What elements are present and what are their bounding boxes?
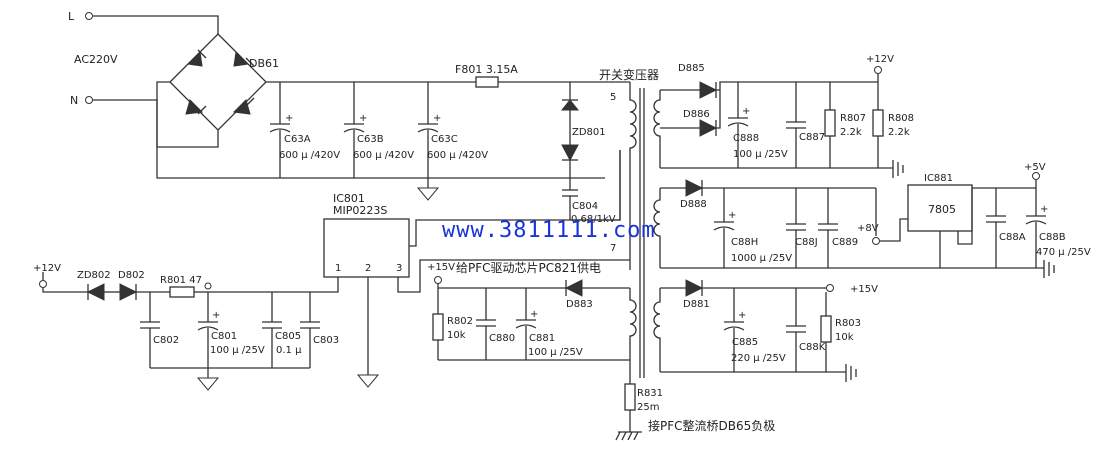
c805-label: C805 xyxy=(275,331,301,342)
c88a-label: C88A xyxy=(999,232,1026,243)
d881-label: D881 xyxy=(683,299,710,310)
c88h-plus: + xyxy=(728,210,736,221)
c801-plus: + xyxy=(212,310,220,321)
c801-label: C801 xyxy=(211,331,237,342)
c881-label: C881 xyxy=(529,333,555,344)
c885-label: C885 xyxy=(732,337,758,348)
aux-12v-input: + xyxy=(39,272,320,391)
c88h-label: C88H xyxy=(731,237,758,248)
zd801-label: ZD801 xyxy=(572,127,606,138)
r801-label: R801 47 xyxy=(160,275,202,286)
ic881-label: IC881 xyxy=(924,173,953,184)
fuse-label: F801 3.15A xyxy=(455,63,518,76)
ic801-block xyxy=(208,150,630,388)
r802-label: R802 xyxy=(447,316,473,327)
c881-plus: + xyxy=(530,309,538,320)
c63b-label: C63B xyxy=(357,134,384,145)
bridge-rectifier-db61 xyxy=(169,33,267,131)
r802-value: 10k xyxy=(447,330,466,341)
r831-value: 25m xyxy=(637,402,659,413)
v8-label: +8V xyxy=(857,223,879,234)
c88b-label: C88B xyxy=(1039,232,1066,243)
terminal-n xyxy=(85,96,93,104)
c880-label: C880 xyxy=(489,333,515,344)
output-12v: + xyxy=(660,66,904,178)
pfc-aux-supply: + xyxy=(432,276,642,441)
d886-label: D886 xyxy=(683,109,710,120)
ground-note: 接PFC整流桥DB65负极 xyxy=(648,418,775,433)
c88b-value: 470 μ /25V xyxy=(1036,247,1091,258)
capacitor-c63c: + xyxy=(417,82,441,178)
c885-value: 220 μ /25V xyxy=(731,353,786,364)
d885-label: D885 xyxy=(678,63,705,74)
c802-label: C802 xyxy=(153,335,179,346)
c88b-plus: + xyxy=(1040,204,1048,215)
c63b-plus: + xyxy=(359,113,367,124)
c888-value: 100 μ /25V xyxy=(733,149,788,160)
pfc-note: 给PFC驱动芯片PC821供电 xyxy=(456,261,601,275)
v12-out-label: +12V xyxy=(866,54,894,65)
transformer-label: 开关变压器 xyxy=(599,67,659,82)
ic801-pin2: 2 xyxy=(365,263,371,274)
c888-plus: + xyxy=(742,106,750,117)
winding-pin7: 7 xyxy=(610,243,616,254)
ground-symbol-primary xyxy=(416,178,440,201)
switching-transformer xyxy=(629,82,661,378)
c63c-label: C63C xyxy=(431,134,458,145)
r803-value: 10k xyxy=(835,332,854,343)
c887-label: C887 xyxy=(799,132,825,143)
c801-value: 100 μ /25V xyxy=(210,345,265,356)
c88h-value: 1000 μ /25V xyxy=(731,253,792,264)
r807-label: R807 xyxy=(840,113,866,124)
r807-value: 2.2k xyxy=(840,127,862,138)
c63a-value: 600 μ /420V xyxy=(279,150,340,161)
ic801-pin3: 3 xyxy=(396,263,402,274)
fuse-f801 xyxy=(475,76,630,88)
v15-out-label: +15V xyxy=(850,284,878,295)
ic801-part: MIP0223S xyxy=(333,204,387,217)
ic801-label: IC801 xyxy=(333,192,365,205)
c63a-plus: + xyxy=(285,113,293,124)
d883-label: D883 xyxy=(566,299,593,310)
watermark-url: www.3811111.com xyxy=(442,218,656,243)
bridge-label: DB61 xyxy=(249,57,279,70)
r831-label: R831 xyxy=(637,388,663,399)
d888-label: D888 xyxy=(680,199,707,210)
c881-value: 100 μ /25V xyxy=(528,347,583,358)
r808-label: R808 xyxy=(888,113,914,124)
c805-value: 0.1 μ xyxy=(276,345,302,356)
c88j-label: C88J xyxy=(795,237,818,248)
c63a-label: C63A xyxy=(284,134,311,145)
ac-input-label: AC220V xyxy=(74,53,118,66)
r808-value: 2.2k xyxy=(888,127,910,138)
terminal-l-label: L xyxy=(68,10,75,23)
pfc-15v-label: +15V xyxy=(427,262,455,273)
v5-label: +5V xyxy=(1024,162,1046,173)
r803-label: R803 xyxy=(835,318,861,329)
input-section: L AC220V N DB61 xyxy=(68,10,630,201)
c88k-label: C88K xyxy=(799,342,826,353)
c63b-value: 600 μ /420V xyxy=(353,150,414,161)
reg-7805-label: 7805 xyxy=(928,203,956,216)
ic801-pin1: 1 xyxy=(335,263,341,274)
capacitor-c63b: + xyxy=(343,82,367,178)
capacitor-c63a: + xyxy=(269,82,293,178)
zd802-label: ZD802 xyxy=(77,270,111,281)
aux-12v-label: +12V xyxy=(33,263,61,274)
output-8v-5v: + + xyxy=(660,172,1055,278)
terminal-l xyxy=(85,12,93,20)
c63c-value: 600 μ /420V xyxy=(427,150,488,161)
c63c-plus: + xyxy=(433,113,441,124)
output-15v: + xyxy=(660,279,857,382)
c803-label: C803 xyxy=(313,335,339,346)
d802-label: D802 xyxy=(118,270,145,281)
c889-label: C889 xyxy=(832,237,858,248)
c804-label: C804 xyxy=(572,201,598,212)
c885-plus: + xyxy=(738,310,746,321)
winding-pin5: 5 xyxy=(610,92,616,103)
terminal-n-label: N xyxy=(70,94,78,107)
c888-label: C888 xyxy=(733,133,759,144)
